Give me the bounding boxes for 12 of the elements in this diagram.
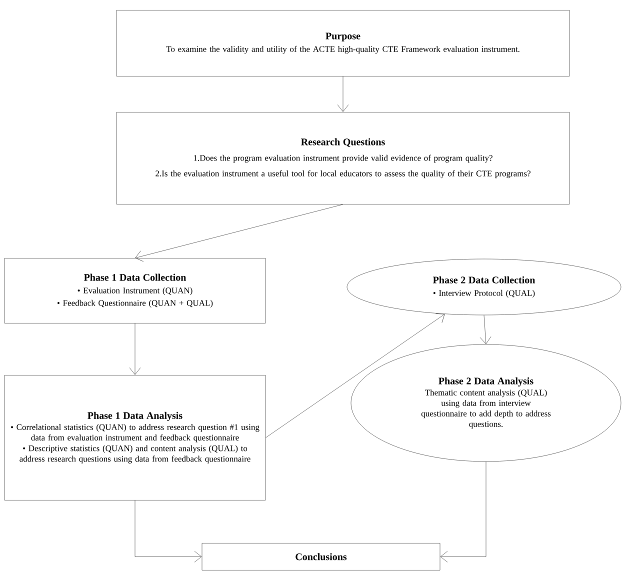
process-box: Research Questions 1.Does the program evaluation instrument provide valid evidence of program quality? 2.Is the evaluation instrument a useful tool for local educators to assess the quality of their CTE programs? [116, 112, 570, 204]
arrow [129, 323, 141, 375]
arrow [480, 315, 492, 344]
arrow [337, 76, 349, 112]
arrow [266, 313, 445, 438]
process-box: Phase 1 Data Collection • Evaluation Instrument (QUAN) • Feedback Questionnaire (QUAN + QUAL) [4, 258, 266, 324]
process-box: Purpose To examine the validity and utility of the ACTE high-quality CTE Framework evaluation instrument. [116, 10, 570, 76]
arrow [440, 462, 486, 562]
process-box: Conclusions [202, 543, 440, 570]
process-box: Phase 1 Data Analysis • Correlational statistics (QUAN) to address research question #1 using data from evaluation instrument and feedback questionnaire • Descriptive statistics (QUAN) and content analysis (QUAL) to address research questions using data from feedback questionnaire [4, 375, 266, 500]
arrow [134, 500, 202, 562]
arrow [135, 204, 344, 262]
